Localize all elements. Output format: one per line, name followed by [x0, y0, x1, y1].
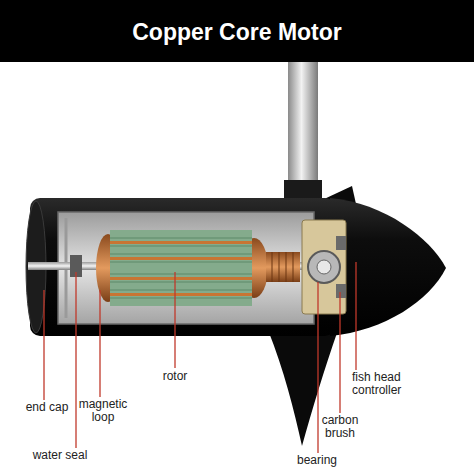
leader-lines	[44, 262, 356, 453]
commutator	[266, 252, 300, 282]
copper-slots	[110, 241, 252, 296]
rotor-core	[110, 230, 252, 306]
cutaway-interior	[58, 212, 314, 324]
part-label: water seal	[26, 449, 94, 462]
part-label: rotor	[145, 370, 205, 383]
bearing-core	[317, 260, 331, 274]
carbon-brush-block	[336, 284, 346, 298]
part-label: carbon brush	[312, 414, 368, 440]
title-band	[0, 0, 474, 62]
part-label: end cap	[18, 401, 76, 414]
carbon-brush-block	[336, 236, 346, 250]
commutator-bars	[272, 252, 293, 282]
bearing-ring	[308, 251, 340, 283]
title: Copper Core Motor	[0, 18, 474, 46]
cutaway-edge	[58, 212, 314, 324]
part-label: magnetic loop	[70, 398, 136, 424]
lamination-lines	[110, 238, 252, 298]
part-label: fish head controller	[352, 371, 444, 397]
fish-head-nose	[330, 198, 446, 336]
part-label: bearing	[284, 454, 350, 467]
